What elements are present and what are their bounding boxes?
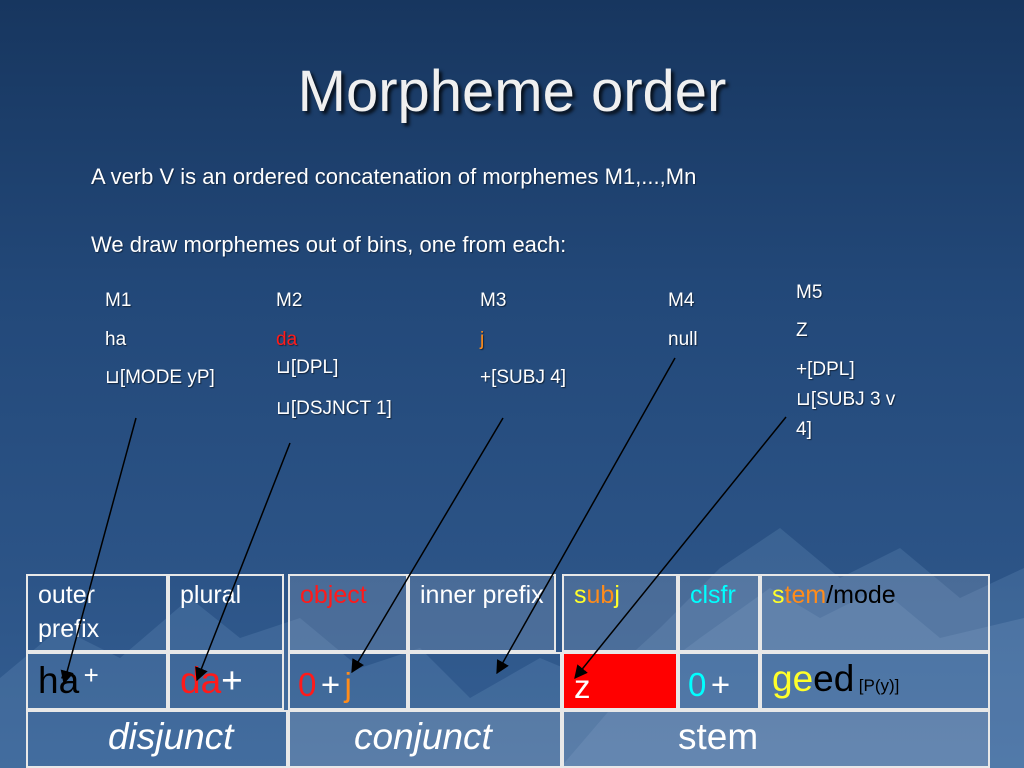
bin-m5-feature-2: ⊔[SUBJ 3 v	[796, 389, 896, 410]
group-disjunct-label: disjunct	[108, 716, 234, 757]
header-clsfr: clsfr	[678, 574, 760, 652]
value-stem: geed [P(y)]	[760, 652, 990, 710]
value-stem-note: [P(y)]	[858, 676, 900, 695]
group-conjunct-label: conjunct	[354, 716, 492, 757]
value-subj-z: z	[574, 668, 591, 705]
header-subj-j: j	[614, 581, 620, 609]
header-object: object	[288, 574, 408, 652]
bin-m3-feature: +[SUBJ 4]	[480, 367, 567, 388]
header-stem-mode: stem/mode	[760, 574, 990, 652]
bin-m3-name: M3	[480, 290, 507, 311]
value-inner-prefix	[408, 652, 562, 710]
bin-m1-morpheme: ha	[105, 329, 127, 350]
value-stem-ed: ed	[813, 658, 855, 699]
bin-m2-feature-2: ⊔[DSJNCT 1]	[276, 398, 392, 419]
value-ha-plus: +	[83, 660, 99, 690]
value-stem-ge: ge	[772, 658, 814, 699]
bin-m2-name: M2	[276, 290, 303, 311]
bin-m5-name: M5	[796, 282, 823, 303]
value-subj: z	[562, 652, 678, 710]
value-object-j: j	[344, 666, 352, 703]
value-clsfr: 0 +	[678, 652, 760, 710]
header-outer-prefix: outer prefix	[26, 574, 168, 652]
value-object: 0 + j	[288, 652, 408, 710]
header-inner-prefix: inner prefix	[408, 574, 556, 652]
value-object-plus: +	[320, 666, 341, 703]
intro-line-1: A verb V is an ordered concatenation of …	[91, 164, 697, 189]
bin-m4-morpheme: null	[668, 329, 698, 350]
bin-m1-name: M1	[105, 290, 132, 311]
header-stem-s: s	[772, 581, 785, 609]
header-stem-mode-label: /mode	[826, 581, 896, 609]
bin-m2-feature-1: ⊔[DPL]	[276, 357, 339, 378]
group-disjunct: disjunct	[26, 710, 288, 768]
bin-m3-morpheme: j	[480, 329, 485, 350]
value-ha-text: ha	[38, 660, 80, 701]
value-da: da+	[168, 652, 284, 710]
header-stem-tem: tem	[784, 581, 827, 609]
value-ha: ha +	[26, 652, 168, 710]
bin-m4-name: M4	[668, 290, 695, 311]
header-plural: plural	[168, 574, 284, 652]
slide-title: Morpheme order	[297, 59, 727, 124]
header-subj-ub: ub	[586, 581, 615, 609]
bin-m5-feature-3: 4]	[796, 419, 812, 440]
value-da-plus: +	[221, 660, 243, 701]
group-conjunct: conjunct	[288, 710, 562, 768]
bin-m2-morpheme: da	[276, 329, 298, 350]
morpheme-order-table: outer prefix plural object inner prefix …	[26, 574, 990, 768]
value-clsfr-zero: 0	[688, 666, 707, 703]
value-clsfr-plus: +	[710, 666, 731, 703]
value-object-zero: 0	[298, 666, 317, 703]
header-subj-s: s	[574, 581, 587, 609]
bin-m5-morpheme: Z	[796, 320, 808, 341]
header-subj: subj	[562, 574, 678, 652]
group-stem-label: stem	[678, 716, 759, 757]
bin-m5-feature-1: +[DPL]	[796, 359, 855, 380]
bin-m1-feature: ⊔[MODE yP]	[105, 367, 215, 388]
group-stem: stem	[562, 710, 990, 768]
value-da-text: da	[180, 660, 222, 701]
intro-line-2: We draw morphemes out of bins, one from …	[91, 232, 567, 257]
